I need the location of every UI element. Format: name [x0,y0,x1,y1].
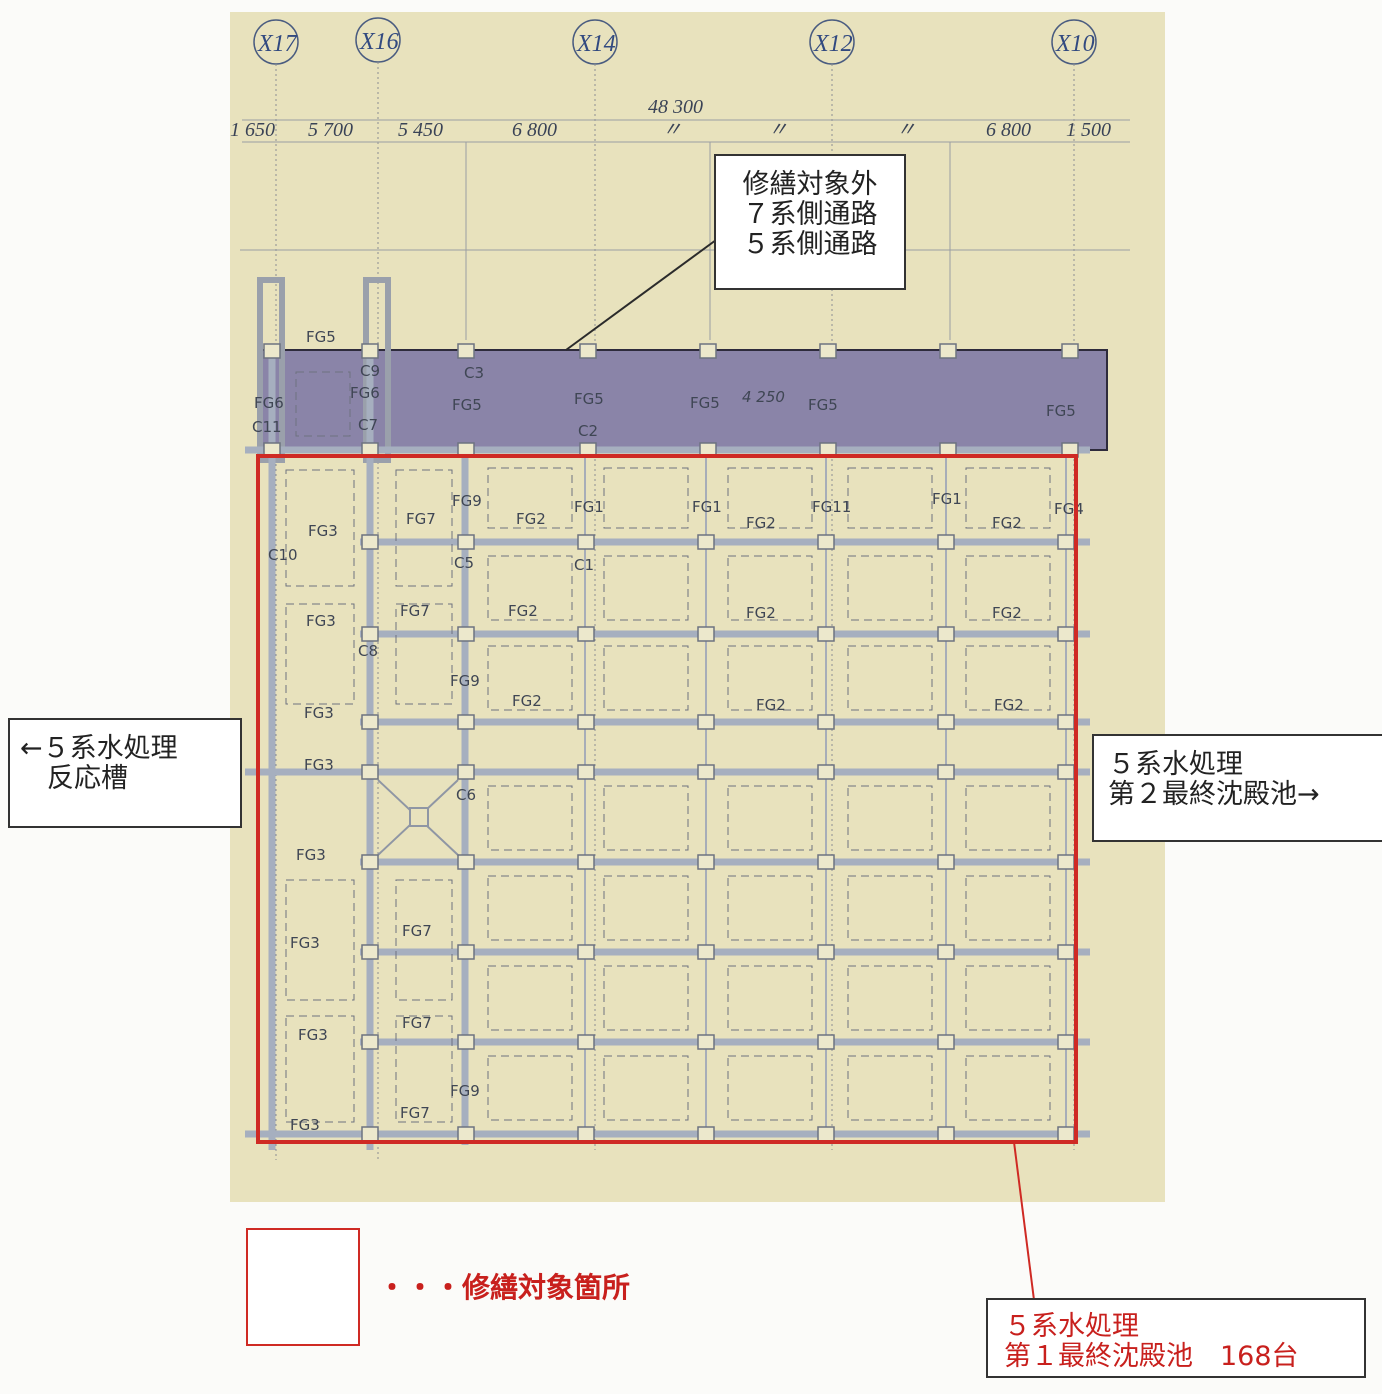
fg-label: FG2 [756,696,786,714]
fg-label: FG7 [400,1104,430,1122]
repair-area-outline [256,454,1078,1144]
fg-label: FG4 [1054,500,1084,518]
fg-label: FG11 [812,498,851,516]
fg-label: FG7 [400,602,430,620]
bracing [377,779,459,856]
dimension-texts: 48 300 1 650 5 700 5 450 6 800 〃 〃 〃 6 8… [230,96,1111,141]
col-label: C1 [574,556,594,574]
fg-label: FG2 [746,604,776,622]
excluded-area [261,349,1108,451]
fg-label: FG3 [290,1116,320,1134]
fg-label: FG6 [254,394,284,412]
col-label: C7 [358,416,378,434]
col-label: C11 [252,418,282,436]
dim-span-8: 6 800 [986,119,1031,141]
dim-inner: 4 250 [742,388,785,406]
col-label: C3 [464,364,484,382]
grid-label-x14: X14 [576,31,616,57]
grid-label-x17: X17 [257,31,298,57]
fg-label: FG5 [306,328,336,346]
dim-span-4: 6 800 [512,119,557,141]
vertical-beams [268,345,469,1150]
callout-target: ５系水処理 第１最終沈殿池 168台 [986,1298,1366,1378]
leader-line-excluded [565,239,717,351]
fg-label: FG3 [296,846,326,864]
fg-label: FG6 [350,384,380,402]
grid-label-x10: X10 [1055,31,1095,57]
fg-label: FG3 [304,756,334,774]
grid-axis-labels: X17 X16 X14 X12 X10 [253,17,1097,65]
fg-label: FG2 [508,602,538,620]
leader-line-target [1013,1141,1035,1301]
col-label: C2 [578,422,598,440]
callout-excluded: 修繕対象外 ７系側通路 ５系側通路 [714,154,906,290]
fg-label: FG1 [574,498,604,516]
fg-label: FG3 [308,522,338,540]
fg-label: FG7 [406,510,436,528]
fg-label: FG5 [690,394,720,412]
col-label: C9 [360,362,380,380]
fg-label: FG2 [512,692,542,710]
fg-label: FG3 [298,1026,328,1044]
fg-label: FG9 [450,672,480,690]
fg-label: FG1 [692,498,722,516]
thin-beams [584,455,1067,1140]
dim-span-1: 1 650 [230,119,275,141]
panel-outlines [285,371,1051,1123]
columns [263,343,1079,1142]
dim-span-9: 1 500 [1066,119,1111,141]
fg-label: FG7 [402,1014,432,1032]
fg-label: FG7 [402,922,432,940]
fg-label: FG5 [452,396,482,414]
legend-label: ・・・修繕対象箇所 [378,1271,631,1304]
fg-label: FG2 [994,696,1024,714]
callout-right-clarifier: ５系水処理 第２最終沈殿池→ [1092,734,1382,842]
fg-label: FG2 [746,514,776,532]
dim-span-6: 〃 [768,119,788,141]
fg-label: FG5 [574,390,604,408]
fg-label: FG3 [306,612,336,630]
fg-label: FG2 [516,510,546,528]
col-label: C10 [268,546,298,564]
fg-label: FG3 [290,934,320,952]
drawing-sheet [230,12,1165,1202]
dim-span-5: 〃 [662,119,682,141]
legend-swatch [246,1228,360,1346]
fg-label: FG2 [992,514,1022,532]
dim-total: 48 300 [648,96,703,118]
dim-span-3: 5 450 [398,119,443,141]
grid-label-x16: X16 [359,29,399,55]
fg-label: FG1 [932,490,962,508]
dim-span-2: 5 700 [308,119,353,141]
col-label: C8 [358,642,378,660]
fg-label: FG5 [808,396,838,414]
fg-label: FG3 [304,704,334,722]
fg-label: FG9 [452,492,482,510]
member-labels: FG5 FG6 FG6 FG5 FG5 FG5 FG5 FG5 4 250 FG… [252,328,1084,1134]
callout-left-reactor: ←５系水処理 反応槽 [8,718,242,828]
dim-span-7: 〃 [896,119,916,141]
fg-label: FG2 [992,604,1022,622]
col-label: C5 [454,554,474,572]
col-label: C6 [456,786,476,804]
grid-label-x12: X12 [813,31,853,57]
fg-label: FG9 [450,1082,480,1100]
fg-label: FG5 [1046,402,1076,420]
